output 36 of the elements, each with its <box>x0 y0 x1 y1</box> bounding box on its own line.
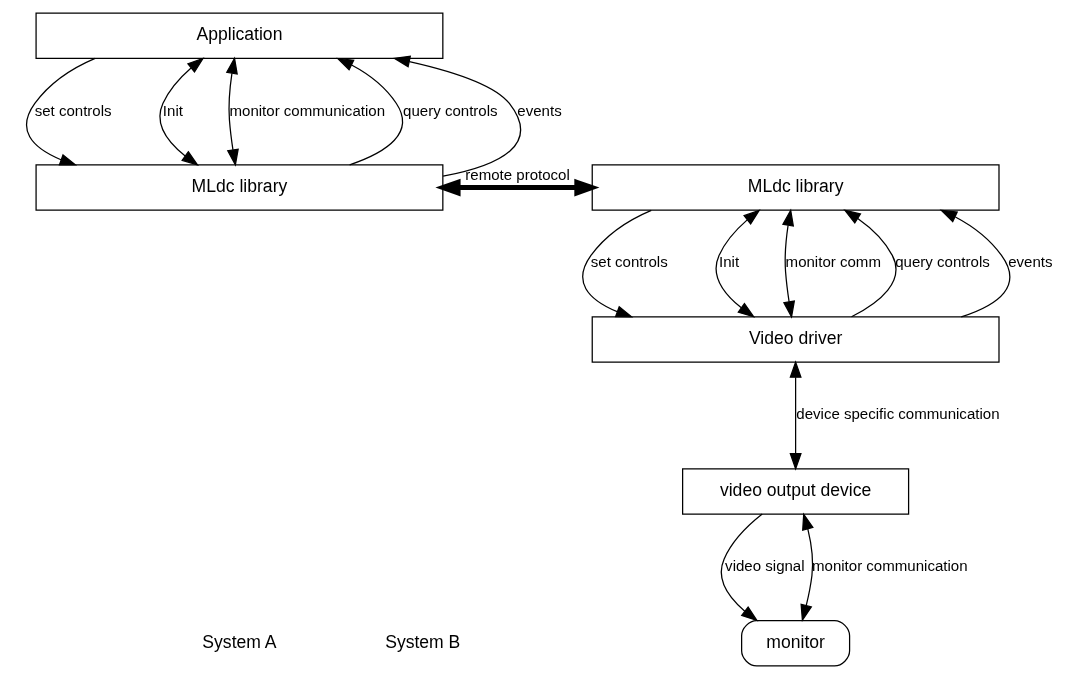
arrow <box>799 512 814 622</box>
edge-label: set controls <box>34 101 112 119</box>
edge-label: events <box>1007 253 1053 271</box>
arrow <box>581 209 652 318</box>
edge-label: device specific communication <box>795 405 1000 423</box>
edge-label: Init <box>718 253 739 271</box>
arrow <box>434 178 599 197</box>
node-box: monitor <box>740 620 850 667</box>
node-box: Application <box>34 12 443 59</box>
arrow <box>715 209 761 318</box>
arrow <box>392 55 521 177</box>
node-box: Video driver <box>591 316 1000 363</box>
arrow <box>225 56 239 167</box>
edge-label: query controls <box>894 253 990 271</box>
arrow <box>788 360 802 471</box>
node-box: MLdc library <box>34 164 443 211</box>
arrow <box>939 209 1010 318</box>
label: System A <box>201 631 277 652</box>
node-box: video output device <box>681 468 909 515</box>
edge-label: remote protocol <box>464 165 570 183</box>
arrow <box>781 208 795 319</box>
edge-label: monitor comm <box>785 253 881 271</box>
arrow <box>720 513 763 622</box>
edge-label: query controls <box>402 101 498 119</box>
node-box: MLdc library <box>591 164 1000 211</box>
edge-label: set controls <box>590 253 668 271</box>
arrow <box>158 57 204 166</box>
edge-label: monitor communication <box>228 101 385 119</box>
edge-label: Init <box>162 101 183 119</box>
arrow <box>335 57 403 166</box>
label: System B <box>384 631 460 652</box>
edge-label: monitor communication <box>811 557 968 575</box>
edge-label: video signal <box>724 557 805 575</box>
edge-label: events <box>516 101 562 119</box>
arrow <box>25 57 96 166</box>
arrow <box>842 209 897 318</box>
